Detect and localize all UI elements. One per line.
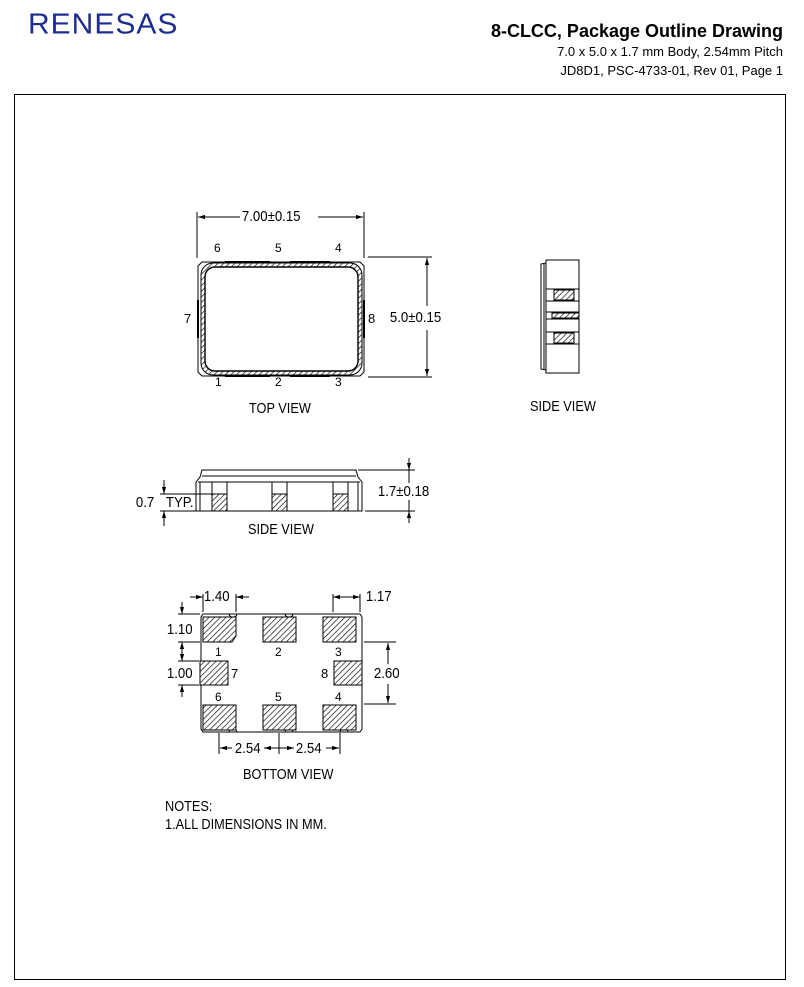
side-view-right-label: SIDE VIEW <box>530 398 596 415</box>
top-view-width-dimension: 7.00±0.15 <box>241 208 302 225</box>
bottom-view <box>178 594 396 754</box>
top-view-pin-1: 1 <box>215 375 222 389</box>
top-view-pin-6: 6 <box>214 241 221 255</box>
top-view-pin-5: 5 <box>275 241 282 255</box>
side-view-right <box>540 259 580 374</box>
top-view-pin-4: 4 <box>335 241 342 255</box>
pitch-left-dimension: 2.54 <box>234 740 262 757</box>
pad-width-dimension: 1.40 <box>203 588 230 605</box>
pad-height-dimension: 0.7 <box>135 494 156 511</box>
notes-section: NOTES: 1.ALL DIMENSIONS IN MM. <box>165 798 327 834</box>
bottom-view-pin-7: 7 <box>231 666 239 681</box>
package-description: 7.0 x 5.0 x 1.7 mm Body, 2.54mm Pitch <box>557 44 783 59</box>
bottom-view-pin-3: 3 <box>335 645 342 659</box>
top-view-height-dimension: 5.0±0.15 <box>389 309 443 326</box>
document-reference: JD8D1, PSC-4733-01, Rev 01, Page 1 <box>560 63 783 78</box>
pad-height-typical-note: TYP. <box>165 494 194 511</box>
top-view-label: TOP VIEW <box>249 400 311 417</box>
bottom-view-pin-6: 6 <box>215 690 222 704</box>
bottom-view-pin-4: 4 <box>335 690 342 704</box>
top-view <box>196 212 432 378</box>
bottom-view-pin-5: 5 <box>275 690 282 704</box>
side-view-front <box>160 458 415 526</box>
note-item: 1.ALL DIMENSIONS IN MM. <box>165 816 327 833</box>
bottom-view-label: BOTTOM VIEW <box>243 766 334 783</box>
top-view-pin-8: 8 <box>368 311 376 326</box>
bottom-view-pin-8: 8 <box>321 666 329 681</box>
side-pad-height-dimension: 1.00 <box>166 665 193 682</box>
bottom-view-pin-2: 2 <box>275 645 282 659</box>
top-view-pin-3: 3 <box>335 375 342 389</box>
document-title: 8-CLCC, Package Outline Drawing <box>490 21 783 41</box>
pad-width-right-dimension: 1.17 <box>365 588 393 605</box>
bottom-view-pin-1: 1 <box>215 645 222 659</box>
side-view-front-label: SIDE VIEW <box>248 521 314 538</box>
top-view-pin-2: 2 <box>275 375 282 389</box>
renesas-logo: RENESAS <box>28 8 179 41</box>
side-pad-span-dimension: 2.60 <box>373 665 401 682</box>
notes-heading: NOTES: <box>165 798 213 815</box>
top-view-pin-7: 7 <box>184 311 192 326</box>
pitch-right-dimension: 2.54 <box>295 740 323 757</box>
side-view-height-dimension: 1.7±0.18 <box>377 483 431 500</box>
drawing-frame <box>14 94 786 980</box>
pad-height-bottom-dimension: 1.10 <box>166 621 193 638</box>
